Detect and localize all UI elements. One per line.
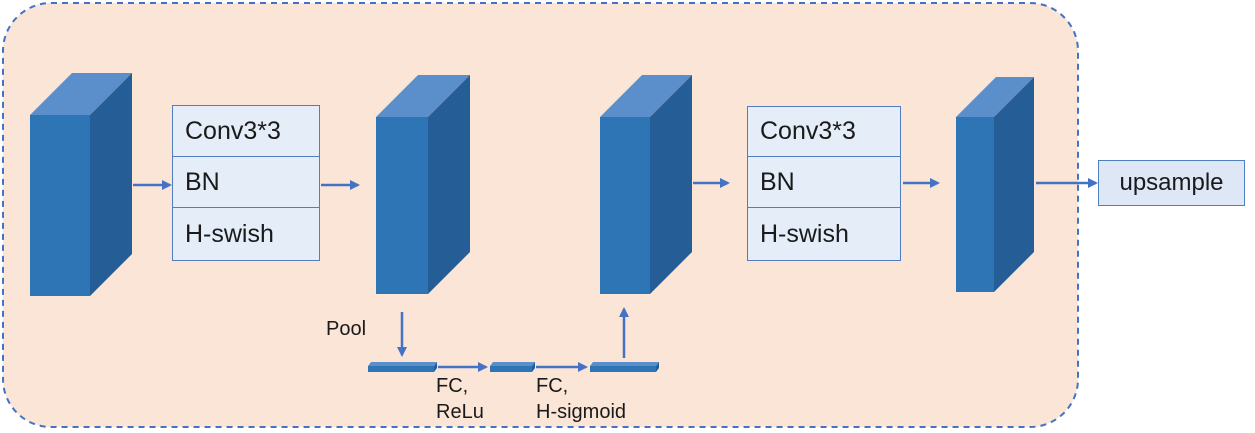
- block2-bn: BN: [747, 156, 901, 208]
- fc1-label-line1: FC,: [436, 375, 469, 397]
- block1-conv: Conv3*3: [172, 105, 320, 157]
- block2-hswish: H-swish: [747, 207, 901, 261]
- pool-label: Pool: [326, 318, 367, 340]
- upsample-box: upsample: [1098, 160, 1245, 206]
- fc2-label-line2: H-sigmoid: [536, 401, 627, 423]
- feature-map-1: [30, 73, 132, 296]
- module-region: [2, 2, 1079, 428]
- block1-hswish: H-swish: [172, 207, 320, 261]
- feature-map-2: [376, 75, 470, 294]
- pooled-vector-3: [590, 362, 659, 372]
- feature-map-4: [956, 77, 1034, 292]
- fc1-label-line2: ReLu: [436, 401, 484, 423]
- block2-conv: Conv3*3: [747, 106, 901, 157]
- pooled-vector-1: [368, 362, 437, 372]
- block1-bn: BN: [172, 156, 320, 208]
- fc2-label-line1: FC,: [536, 375, 569, 397]
- feature-map-3: [600, 75, 692, 294]
- pooled-vector-2: [490, 362, 535, 372]
